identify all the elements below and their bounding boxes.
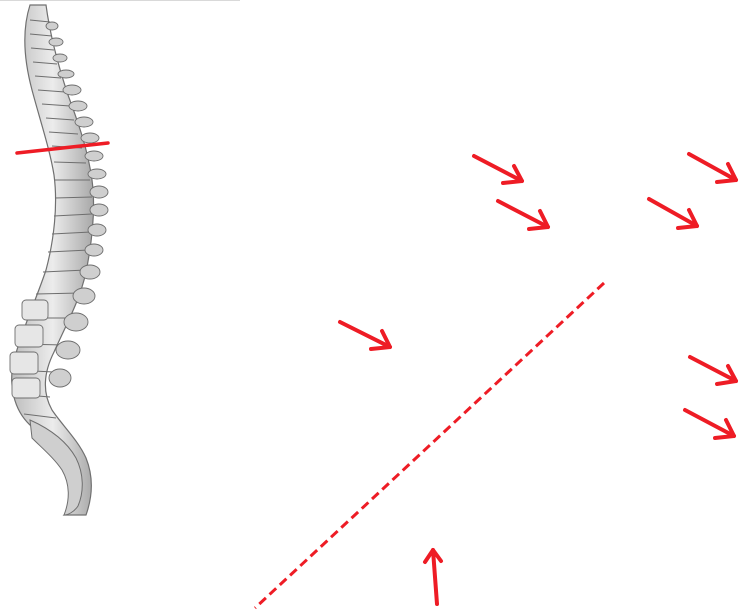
red-arrow-icon: [649, 199, 697, 228]
red-arrow-icon: [685, 410, 734, 438]
red-arrow-icon: [340, 322, 390, 349]
red-arrow-icon: [689, 154, 736, 182]
dashed-plane-line: [255, 283, 604, 608]
red-arrow-icon: [425, 550, 441, 604]
red-arrow-icon: [498, 201, 548, 229]
red-arrow-icon: [474, 156, 522, 183]
spine-illustration-icon: [10, 5, 108, 515]
red-arrow-icon: [690, 357, 736, 384]
arrow-group: [340, 154, 736, 604]
